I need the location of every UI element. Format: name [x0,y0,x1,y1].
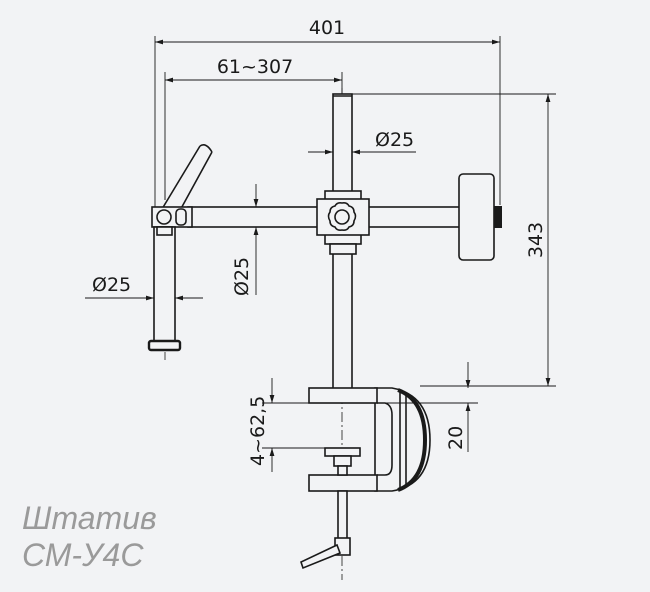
dimension-reach: 61~307 [164,56,343,200]
dimension-diameter-left: Ø25 [85,274,203,301]
counterweight [458,173,495,261]
product-title-line1: Штатив [22,500,157,536]
dimension-height: 343 [352,93,556,387]
left-swivel-joint [147,144,213,352]
dimension-jaw-thickness: 20 [377,362,478,452]
product-title-line2: СМ-У4С [22,537,144,573]
centerlines [164,88,343,580]
table-clamp [300,387,431,570]
dim-label-20: 20 [445,426,467,450]
dimension-diameter-bar: Ø25 [231,184,259,296]
dim-label-diameter-top: Ø25 [375,129,414,151]
dim-label-diameter-bar: Ø25 [231,257,253,296]
cross-clamp-block [316,190,370,255]
dim-label-401: 401 [309,17,345,39]
counterweight-cap [494,206,502,228]
dim-label-diameter-left: Ø25 [92,274,131,296]
dim-label-clamp-range: 4~62,5 [247,396,269,466]
dim-label-reach: 61~307 [217,56,293,78]
dimension-overall-width: 401 [154,17,501,208]
dimension-clamp-range: 4~62,5 [247,378,325,472]
dim-label-343: 343 [525,222,547,258]
dimension-diameter-top: Ø25 [308,129,416,155]
